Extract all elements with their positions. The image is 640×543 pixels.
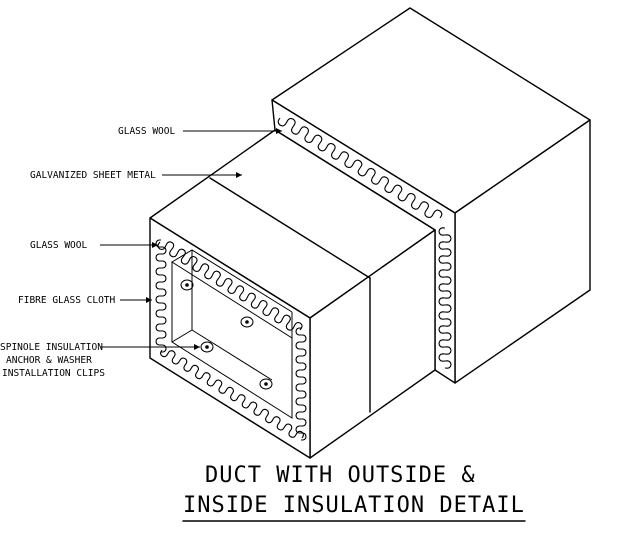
glass-wool-outer-side (438, 227, 452, 369)
leader-lines (100, 128, 282, 350)
anchor-clip (180, 279, 194, 291)
rear-insulated-box (271, 7, 591, 384)
glass-wool-inner-right (295, 327, 307, 441)
label-spinole-line2: ANCHOR & WASHER (6, 355, 92, 366)
glass-wool-inner-left (155, 239, 167, 353)
label-glass-wool-top: GLASS WOOL (118, 126, 175, 137)
glass-wool-inner-bottom (159, 349, 305, 439)
duct-front-opening (149, 217, 311, 459)
title-line1: DUCT WITH OUTSIDE & (205, 463, 476, 488)
glass-wool-inner-top (157, 241, 303, 331)
inner-cavity (171, 261, 293, 419)
label-glass-wool-mid: GLASS WOOL (30, 240, 87, 251)
title-line2: INSIDE INSULATION DETAIL (183, 493, 525, 518)
anchor-clip (259, 378, 273, 390)
glass-wool-outer-top (277, 117, 443, 219)
label-spinole-line3: INSTALLATION CLIPS (2, 368, 105, 379)
label-spinole-line1: SPINOLE INSULATION (0, 342, 103, 353)
duct-seam-top (209, 177, 371, 279)
cavity-perspective-4 (191, 329, 273, 381)
anchor-clip (240, 316, 254, 328)
label-galvanized-sheet-metal: GALVANIZED SHEET METAL (30, 170, 156, 181)
label-fibre-glass-cloth: FIBRE GLASS CLOTH (18, 295, 116, 306)
duct-section (149, 129, 436, 459)
anchor-clip (200, 341, 214, 353)
